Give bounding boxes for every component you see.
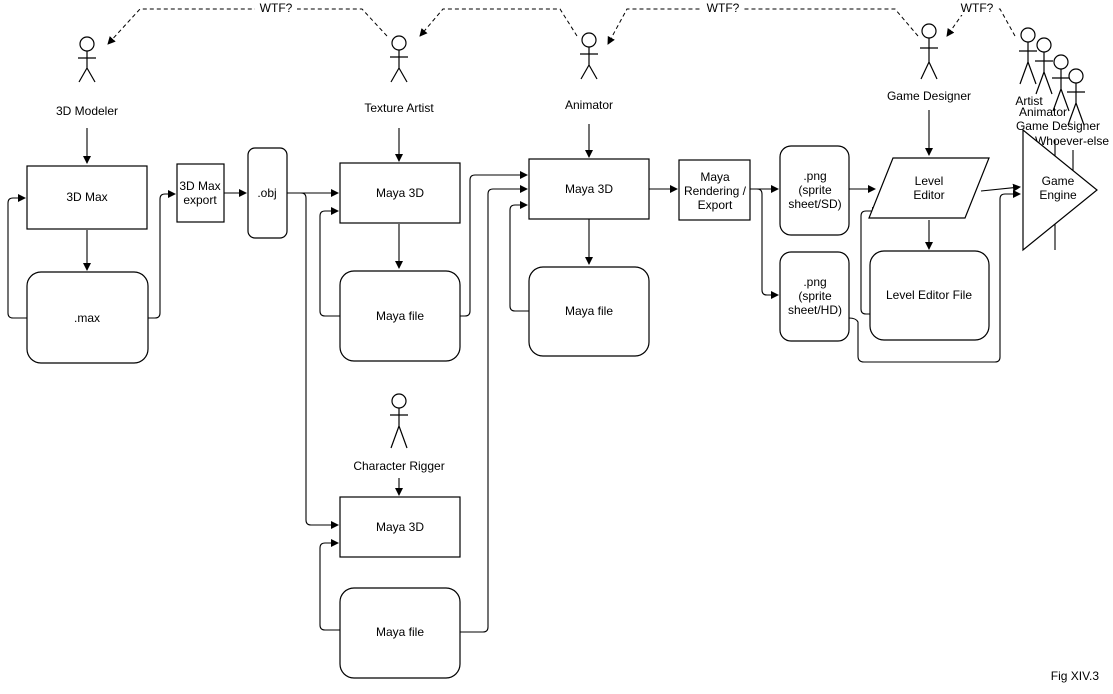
node-label: export bbox=[183, 193, 217, 207]
node-label: Rendering / bbox=[684, 184, 747, 198]
node-label: Maya 3D bbox=[376, 186, 424, 200]
actor-label: Animator bbox=[565, 98, 613, 112]
node-label: Engine bbox=[1039, 188, 1077, 202]
node-maya-rendering-export: Maya Rendering / Export bbox=[678, 159, 751, 221]
edge-file-rig-to-maya bbox=[319, 539, 340, 631]
edge-file-texture-to-maya-anim bbox=[460, 171, 528, 317]
node-3d-max: 3D Max bbox=[26, 165, 148, 230]
node-label: .png bbox=[803, 275, 826, 289]
actor-label: Animator bbox=[1019, 105, 1067, 119]
actor-label: Whoever-else bbox=[1035, 134, 1109, 148]
actor-character-rigger: Character Rigger bbox=[353, 393, 445, 473]
edge-level-editor-to-engine bbox=[980, 183, 1021, 192]
wtf-bg bbox=[702, 1, 744, 15]
wtf-label: WTF? bbox=[260, 1, 293, 15]
wtf-bg bbox=[956, 1, 998, 15]
node-label: Maya 3D bbox=[376, 520, 424, 534]
actor-group: Artist Animator Game Designer Whoever-el… bbox=[1015, 27, 1109, 148]
wtf-line-texture-to-modeler bbox=[107, 8, 388, 45]
wtf-line-group-to-designer bbox=[946, 8, 1016, 37]
wtf-connectors: WTF? WTF? WTF? bbox=[107, 1, 1016, 45]
node-obj: .obj bbox=[247, 147, 288, 239]
node-label: sheet/SD) bbox=[788, 197, 841, 211]
node-label: 3D Max bbox=[66, 190, 107, 204]
wtf-label: WTF? bbox=[961, 1, 994, 15]
wtf-line-designer-to-animator bbox=[607, 8, 919, 45]
node-label: Editor bbox=[913, 188, 944, 202]
node-label: Maya file bbox=[565, 304, 613, 318]
node-maya-file-texture: Maya file bbox=[339, 270, 461, 362]
edge-maxfile-to-max bbox=[7, 194, 27, 319]
node-label: Game bbox=[1042, 174, 1075, 188]
node-png-sd: .png (sprite sheet/SD) bbox=[779, 145, 850, 236]
node-label: Level Editor File bbox=[886, 288, 972, 302]
node-3d-max-export: 3D Max export bbox=[176, 163, 225, 223]
node-game-engine: Game Engine bbox=[1022, 128, 1098, 252]
actor-game-designer: Game Designer bbox=[887, 23, 971, 103]
actor-modeler: 3D Modeler bbox=[56, 36, 118, 118]
node-png-hd: .png (sprite sheet/HD) bbox=[779, 251, 850, 342]
edge-file-rig-to-maya-anim bbox=[460, 185, 528, 633]
edge-obj-to-maya-rig bbox=[287, 192, 339, 529]
node-label: .max bbox=[74, 311, 100, 325]
edge-level-file-to-editor bbox=[860, 207, 880, 315]
connectors bbox=[7, 110, 1074, 633]
node-max-file: .max bbox=[26, 271, 149, 364]
node-label: sheet/HD) bbox=[788, 303, 842, 317]
node-maya-file-anim: Maya file bbox=[528, 266, 650, 357]
node-label: (sprite bbox=[798, 183, 832, 197]
node-label: Export bbox=[698, 198, 733, 212]
node-label: Maya 3D bbox=[565, 182, 613, 196]
edge-render-to-png-hd bbox=[750, 188, 779, 299]
node-label: Maya bbox=[700, 170, 730, 184]
node-label: .obj bbox=[257, 186, 276, 200]
wtf-bg bbox=[255, 1, 297, 15]
edge-maxfile-to-export bbox=[148, 190, 176, 319]
node-maya-file-rig: Maya file bbox=[339, 587, 461, 679]
wtf-line-animator-to-texture bbox=[419, 8, 578, 37]
node-maya-3d-texture: Maya 3D bbox=[339, 162, 461, 224]
node-level-editor: Level Editor bbox=[868, 157, 990, 219]
actor-label: Artist bbox=[1015, 94, 1043, 108]
actor-label: Texture Artist bbox=[364, 101, 434, 115]
wtf-label: WTF? bbox=[707, 1, 740, 15]
node-maya-3d-anim: Maya 3D bbox=[528, 158, 650, 220]
node-maya-3d-rig: Maya 3D bbox=[339, 496, 461, 558]
edge-file-texture-to-maya bbox=[319, 207, 340, 317]
figure-caption: Fig XIV.3 bbox=[1051, 669, 1100, 683]
edge-file-anim-to-maya bbox=[509, 201, 530, 312]
actor-label: Game Designer bbox=[1016, 119, 1100, 133]
actor-label: Game Designer bbox=[887, 89, 971, 103]
actor-label: 3D Modeler bbox=[56, 104, 118, 118]
node-label: Maya file bbox=[376, 625, 424, 639]
actor-animator: Animator bbox=[565, 32, 613, 112]
actor-label: Character Rigger bbox=[353, 459, 444, 473]
edge-png-hd-to-engine bbox=[848, 190, 1021, 363]
node-label: 3D Max bbox=[179, 179, 220, 193]
actor-texture-artist: Texture Artist bbox=[364, 35, 434, 115]
node-label: .png bbox=[803, 169, 826, 183]
node-label: Maya file bbox=[376, 309, 424, 323]
node-label: (sprite bbox=[798, 289, 832, 303]
node-label: Level bbox=[915, 174, 944, 188]
node-level-editor-file: Level Editor File bbox=[869, 250, 990, 341]
